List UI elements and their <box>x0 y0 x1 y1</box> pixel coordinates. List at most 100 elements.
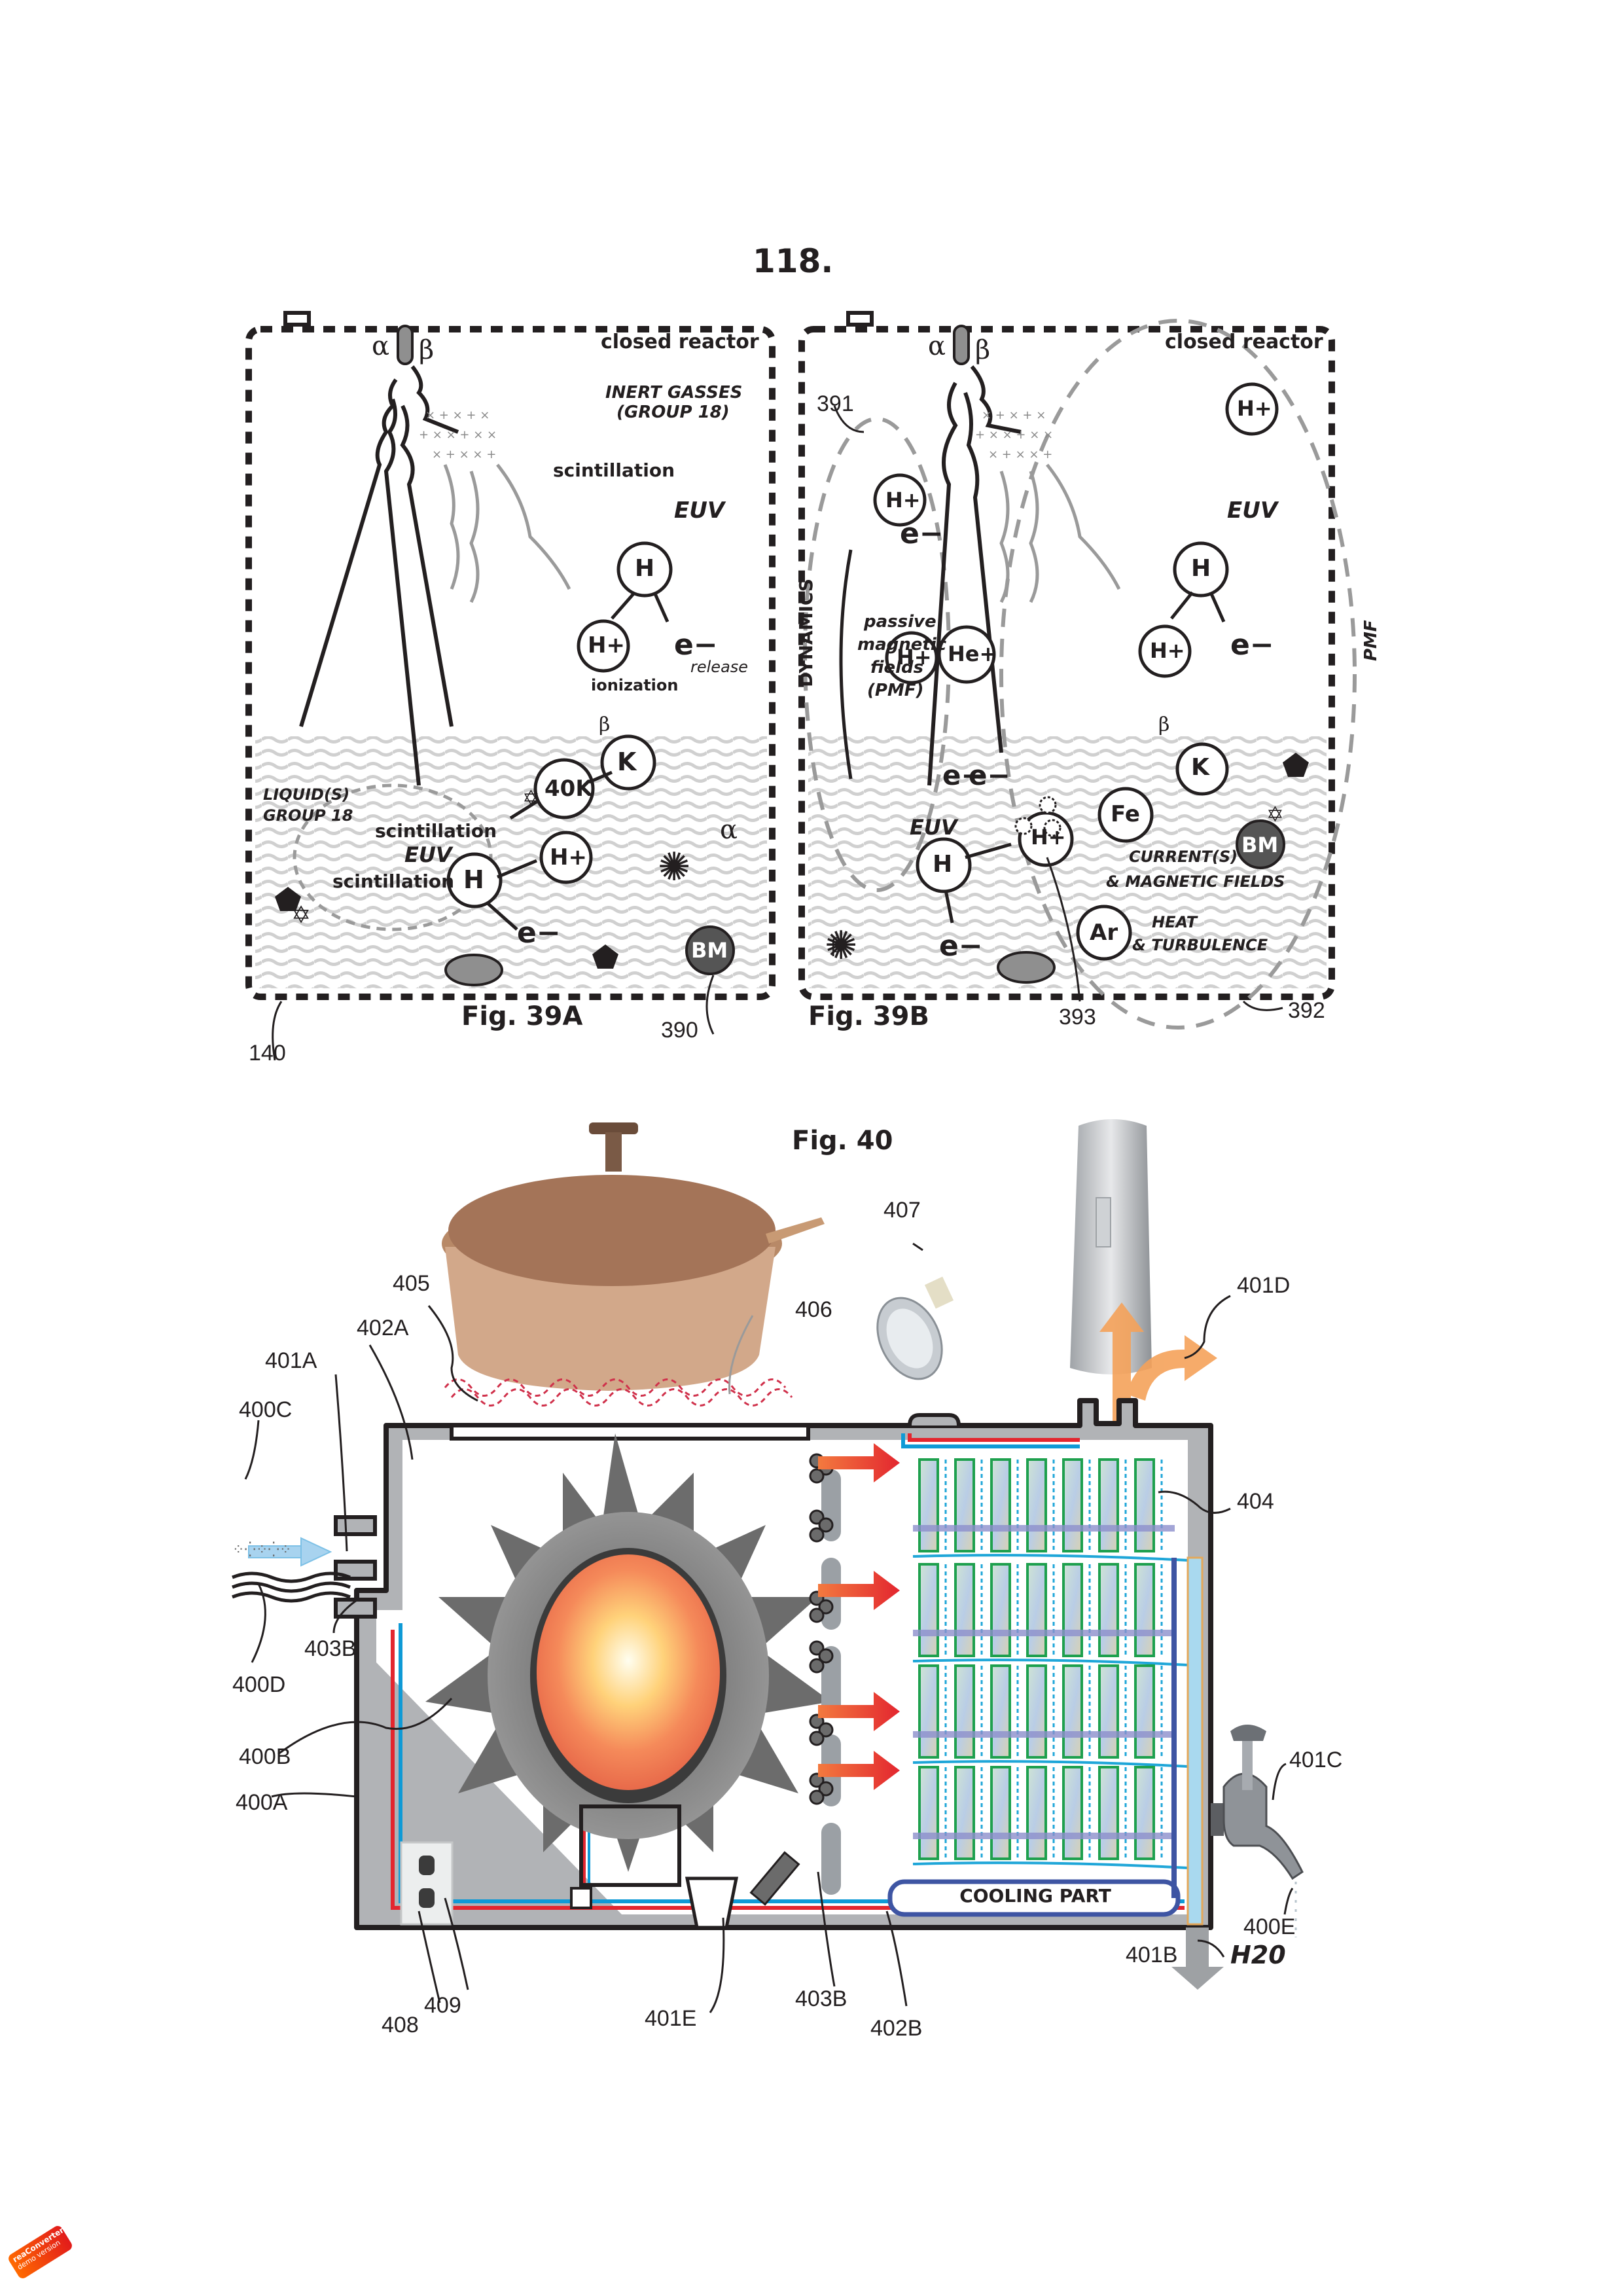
ref-401A: 401A <box>265 1348 317 1373</box>
water-film-line <box>912 1554 1202 1562</box>
leader-400D <box>251 1583 266 1663</box>
leader-404 <box>1158 1490 1231 1514</box>
h-lower <box>916 837 972 893</box>
pentagon-particle <box>275 887 301 911</box>
radiation-source <box>397 325 414 365</box>
leader-390 <box>705 975 715 1035</box>
scintillation-label: scintillation <box>553 459 675 481</box>
k40-label: 40K <box>544 776 593 802</box>
chimney-pipe-image <box>1070 1119 1152 1374</box>
page-number: 118. <box>753 242 834 280</box>
leader-400E <box>1283 1888 1294 1915</box>
svg-text:× + × × +: × + × × + <box>432 448 496 461</box>
star-particle: ✡ <box>291 902 311 929</box>
fig39b-caption: Fig. 39B <box>808 1001 929 1031</box>
inert-gasses-label: INERT GASSES <box>605 383 743 403</box>
pmf-loop-392 <box>999 319 1357 1030</box>
leader-406 <box>728 1315 754 1395</box>
ray-1 <box>927 382 958 786</box>
e-minus-label: e− <box>674 628 718 662</box>
h-plus-ion <box>885 631 938 685</box>
leader-401B <box>1197 1939 1225 1958</box>
pmf-label-4: (PMF) <box>867 681 924 700</box>
leader-408 <box>418 1910 441 2003</box>
reactor-boundary <box>798 326 1335 1000</box>
top-port <box>283 311 311 327</box>
liquids-group18-label: GROUP 18 <box>263 806 353 825</box>
electrode-box <box>579 1804 681 1887</box>
heat-exchanger-fin <box>1062 1563 1083 1657</box>
ref-402B: 402B <box>870 2016 923 2041</box>
ref-402A: 402A <box>357 1316 409 1340</box>
heat-waves-405 <box>444 1378 793 1407</box>
pmf-label-3: fields <box>870 658 924 677</box>
ref-400B: 400B <box>239 1744 291 1769</box>
separator-column <box>821 1469 841 1895</box>
euv-mid-label: EUV <box>404 842 452 867</box>
ref-140: 140 <box>249 1041 286 1066</box>
euv-ray-2 <box>1029 471 1039 603</box>
ray-3 <box>970 365 1022 434</box>
k-label: K <box>617 747 637 776</box>
release-label: release <box>690 658 749 676</box>
drain-outlet-401e <box>685 1876 739 1929</box>
alpha-burst: ✺ <box>658 844 690 890</box>
heat-exchanger-fin <box>1134 1664 1155 1759</box>
e-minus-1-label: e− <box>900 517 944 550</box>
ref-404: 404 <box>1237 1489 1274 1514</box>
negative-charge <box>1039 796 1057 814</box>
heat-exchanger-fin <box>954 1664 975 1759</box>
euv-label: EUV <box>1227 497 1278 524</box>
ref-401B: 401B <box>1126 1943 1178 1967</box>
k40-atom <box>533 758 595 819</box>
cooling-part-label: COOLING PART <box>959 1885 1111 1907</box>
scintillation-zone <box>293 783 493 931</box>
ref-403B-bottom: 403B <box>795 1986 847 2011</box>
ref-406: 406 <box>795 1297 832 1322</box>
liquids-label: LIQUID(S) <box>263 785 350 804</box>
heat-exchanger-fin <box>954 1458 975 1552</box>
leader-391 <box>833 405 865 433</box>
ar-label: Ar <box>1090 920 1118 946</box>
dynamics-arrow <box>839 549 853 780</box>
euv-ray-3 <box>496 463 571 590</box>
e-minus-pair-2: e− <box>969 759 1010 791</box>
h-plus-top-right-label: H+ <box>1237 396 1272 421</box>
reaction-core-400b <box>425 1433 831 1872</box>
halogen-lamp-image <box>876 1276 954 1380</box>
fe-label: Fe <box>1111 801 1140 827</box>
ray-1 <box>299 378 398 727</box>
heat-exchanger-fin <box>1062 1664 1083 1759</box>
leader-140 <box>272 1001 283 1061</box>
cooling-part <box>887 1879 1181 1917</box>
beta-label: β <box>419 335 435 365</box>
leader-401A <box>334 1374 348 1552</box>
ref-390: 390 <box>661 1018 698 1043</box>
heat-exchanger-fin <box>954 1563 975 1657</box>
k-atom <box>600 734 656 791</box>
leader-400A <box>271 1792 357 1798</box>
ionization-label: ionization <box>591 676 679 694</box>
leader-400B <box>277 1697 453 1755</box>
h-plus-2-label: H+ <box>897 645 932 670</box>
fig39b-drawing: × + × + ×+ × × + × ×× + × × + <box>798 311 1357 1030</box>
bottom-source <box>997 951 1056 984</box>
h-atom <box>616 541 673 598</box>
negative-charge <box>1043 819 1061 837</box>
heat-exchanger-fin <box>1026 1563 1047 1657</box>
e-minus-bottom-label: e− <box>939 929 983 963</box>
leader-401C <box>1272 1763 1287 1801</box>
fig39a-caption: Fig. 39A <box>461 1001 583 1031</box>
svg-text:+ × × + × ×: + × × + × × <box>975 428 1053 442</box>
euv-ray-1 <box>443 464 460 590</box>
h-plus-ion <box>577 619 630 673</box>
positive-charge <box>1014 817 1033 835</box>
inlet-connectors <box>334 1515 377 1619</box>
heat-exchanger-fin <box>1062 1458 1083 1552</box>
svg-text:× + × × +: × + × × + <box>988 448 1052 461</box>
radiation-source <box>953 325 970 365</box>
glass-pot-image <box>442 1122 825 1391</box>
heat-exchanger-fin <box>918 1766 939 1860</box>
turbulence-label: & TURBULENCE <box>1132 936 1268 954</box>
h-plus-ion <box>1138 624 1192 678</box>
